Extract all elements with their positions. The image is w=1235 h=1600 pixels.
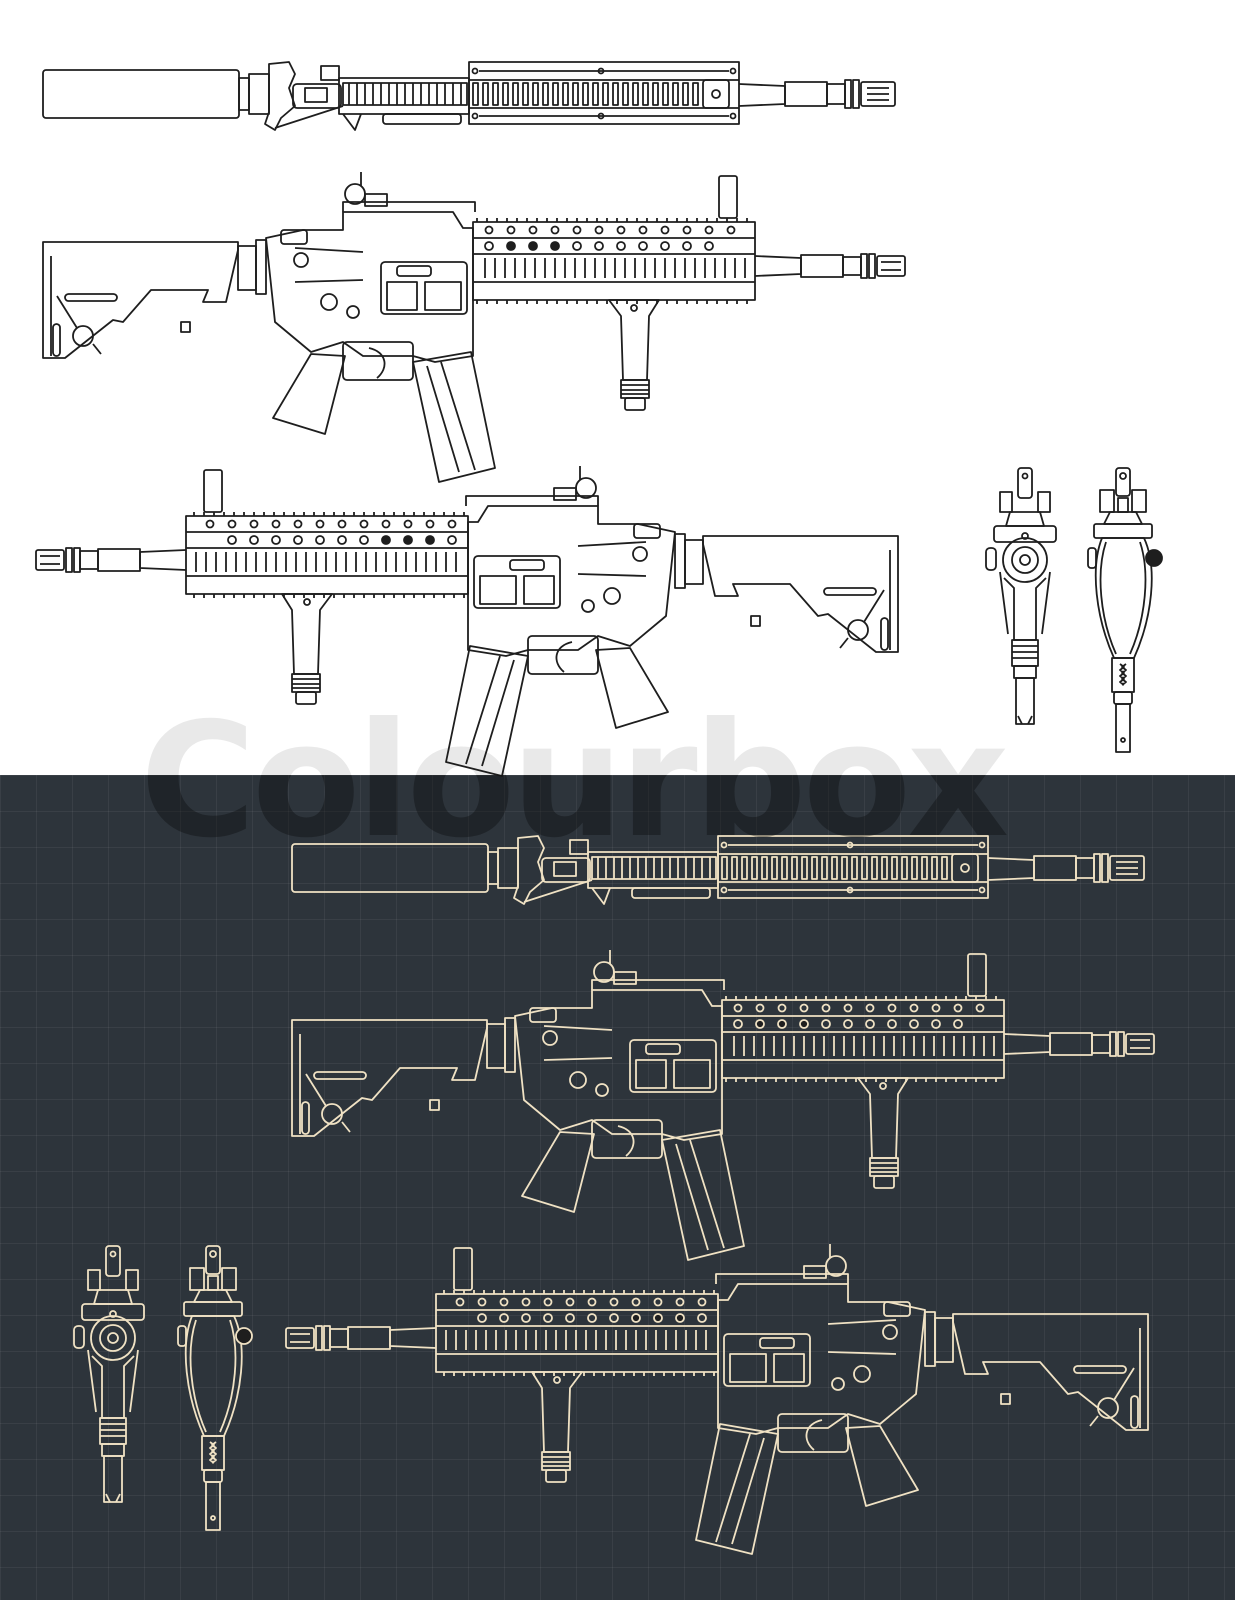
dark-drawings — [73, 835, 1155, 1555]
dark-side-view-left-drawing — [285, 1243, 1149, 1555]
dark-top-view-drawing — [291, 835, 1145, 905]
dark-front-view-drawing — [73, 1245, 145, 1503]
light-side-view-right-drawing — [42, 171, 906, 483]
light-front-view-drawing — [985, 467, 1057, 725]
dark-side-view-right-drawing — [291, 949, 1155, 1261]
light-side-view-left-drawing — [35, 465, 899, 777]
light-rear-view-drawing — [1087, 467, 1163, 753]
light-drawings — [35, 61, 1163, 777]
dark-blueprint-panel — [0, 775, 1235, 1600]
light-top-view-drawing — [42, 61, 896, 131]
dark-rear-view-drawing — [177, 1245, 253, 1531]
